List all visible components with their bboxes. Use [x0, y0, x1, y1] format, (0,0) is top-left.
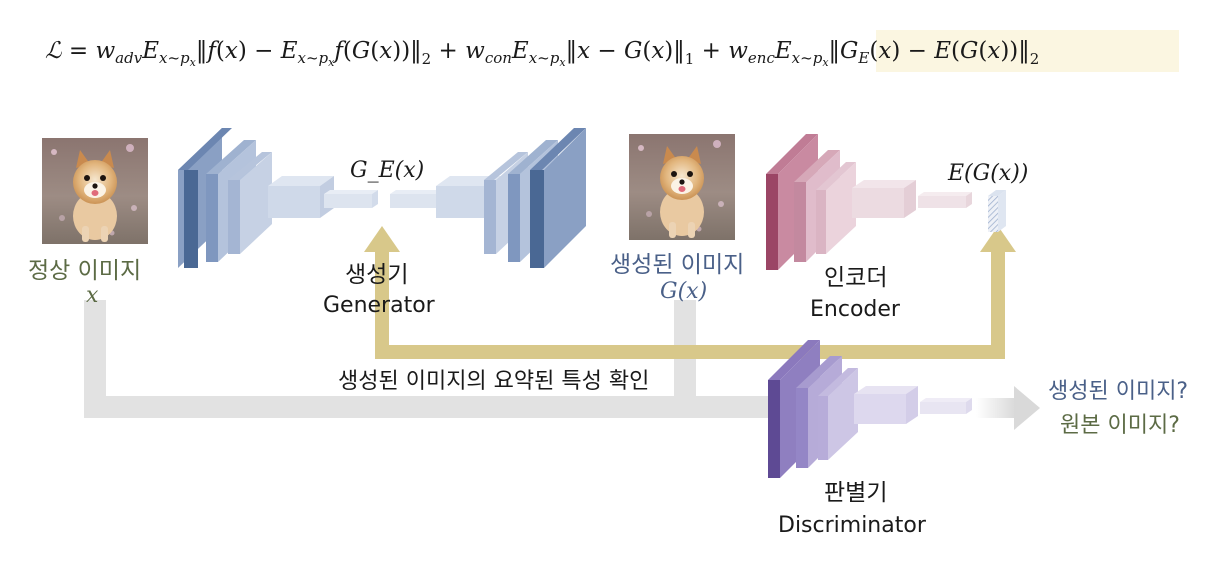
encoder-loss-highlight — [876, 30, 1179, 72]
gen-enc-layer-2 — [206, 140, 256, 174]
generator-decoder-blocks — [390, 128, 586, 268]
discriminator-label-en: Discriminator — [778, 513, 927, 538]
encoder-label-kr: 인코더 — [824, 265, 887, 291]
generator-encoder-blocks — [178, 128, 378, 268]
gen-enc-layer-4 — [268, 176, 334, 186]
gen-enc-layer-5 — [324, 190, 378, 194]
normal-image — [42, 138, 148, 244]
normal-image-var: x — [86, 283, 99, 308]
encoder-latent-vector — [988, 190, 1006, 232]
generated-image-label: 생성된 이미지 — [610, 252, 744, 278]
gen-enc-layer-3 — [228, 152, 272, 180]
output-line-generated: 생성된 이미지? — [1048, 379, 1188, 404]
encoder-blocks — [766, 134, 972, 270]
gold-feature-arrows — [364, 226, 1016, 359]
normal-image-label: 정상 이미지 — [28, 258, 141, 284]
encoder-label-en: Encoder — [810, 297, 901, 322]
discriminator-label-kr: 판별기 — [824, 480, 887, 506]
output-arrow — [976, 386, 1040, 430]
generator-latent-label: G_E(x) — [350, 158, 424, 183]
generator-label-en: Generator — [323, 293, 436, 318]
output-line-original: 원본 이미지? — [1060, 413, 1180, 438]
gray-path-normal-to-discriminator — [84, 300, 774, 418]
generated-image — [629, 134, 735, 240]
discriminator-blocks — [768, 340, 972, 478]
loss-symbol: ℒ — [45, 38, 62, 64]
generated-image-var: G(x) — [660, 279, 707, 304]
generator-label-kr: 생성기 — [345, 262, 408, 288]
encoder-latent-label: E(G(x)) — [947, 161, 1028, 186]
feature-path-label: 생성된 이미지의 요약된 특성 확인 — [338, 369, 649, 394]
